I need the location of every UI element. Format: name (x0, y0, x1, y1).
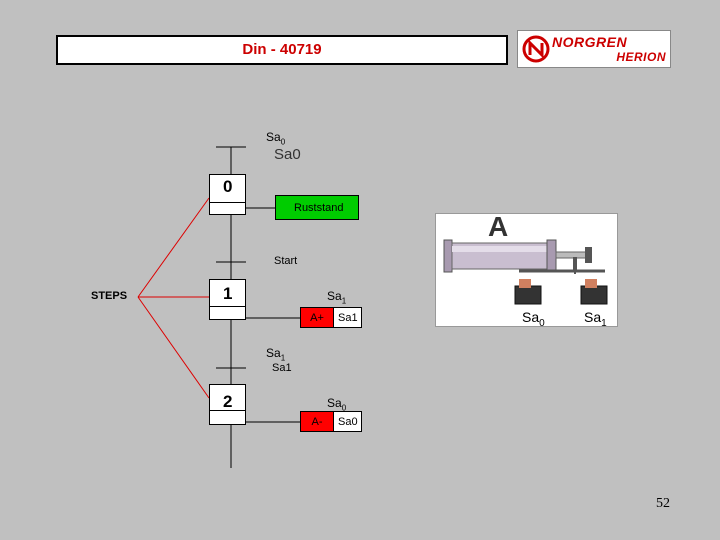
logo-text-norgren: NORGREN (552, 34, 628, 50)
transition-start-label: Start (274, 255, 298, 267)
steps-label: STEPS (91, 290, 128, 302)
cylinder-label: A (488, 211, 509, 242)
top-sensor-label: Sa0 (266, 130, 286, 147)
transition-2-label: Sa1 (266, 346, 286, 363)
title-box (56, 35, 508, 65)
step-1-divider (209, 306, 246, 307)
sensor-sa1-label: Sa1 (584, 309, 607, 329)
step-0-box (209, 174, 246, 215)
slide-title: Din - 40719 (242, 41, 322, 58)
step-2-sensor-label: Sa0 (327, 396, 347, 413)
step-0-action: Ruststand (275, 195, 359, 220)
steps-arrow-0 (137, 197, 210, 298)
step-0-divider (209, 202, 246, 203)
step-2-divider (209, 410, 246, 411)
step-0-number: 0 (223, 177, 233, 196)
step-2-action-sensor: Sa0 (333, 411, 362, 432)
logo-text-herion: HERION (616, 50, 666, 64)
step-2-action-cmd: A- (300, 411, 334, 432)
step-1-number: 1 (223, 284, 233, 303)
steps-arrow-2 (137, 296, 210, 399)
step-2-number: 2 (223, 392, 233, 411)
transition-2-alt: Sa1 (272, 362, 292, 374)
step-1-action-cmd: A+ (300, 307, 334, 328)
norgren-logo-icon (522, 35, 550, 63)
step-1-sensor-label: Sa1 (327, 289, 347, 306)
pneumatic-cylinder-icon (443, 239, 608, 305)
sensor-sa0-label: Sa0 (522, 309, 545, 329)
step-1-box (209, 279, 246, 320)
step-2-box (209, 384, 246, 425)
page-number: 52 (656, 496, 670, 511)
top-sensor-alt: Sa0 (274, 146, 301, 163)
step-1-action-sensor: Sa1 (333, 307, 362, 328)
